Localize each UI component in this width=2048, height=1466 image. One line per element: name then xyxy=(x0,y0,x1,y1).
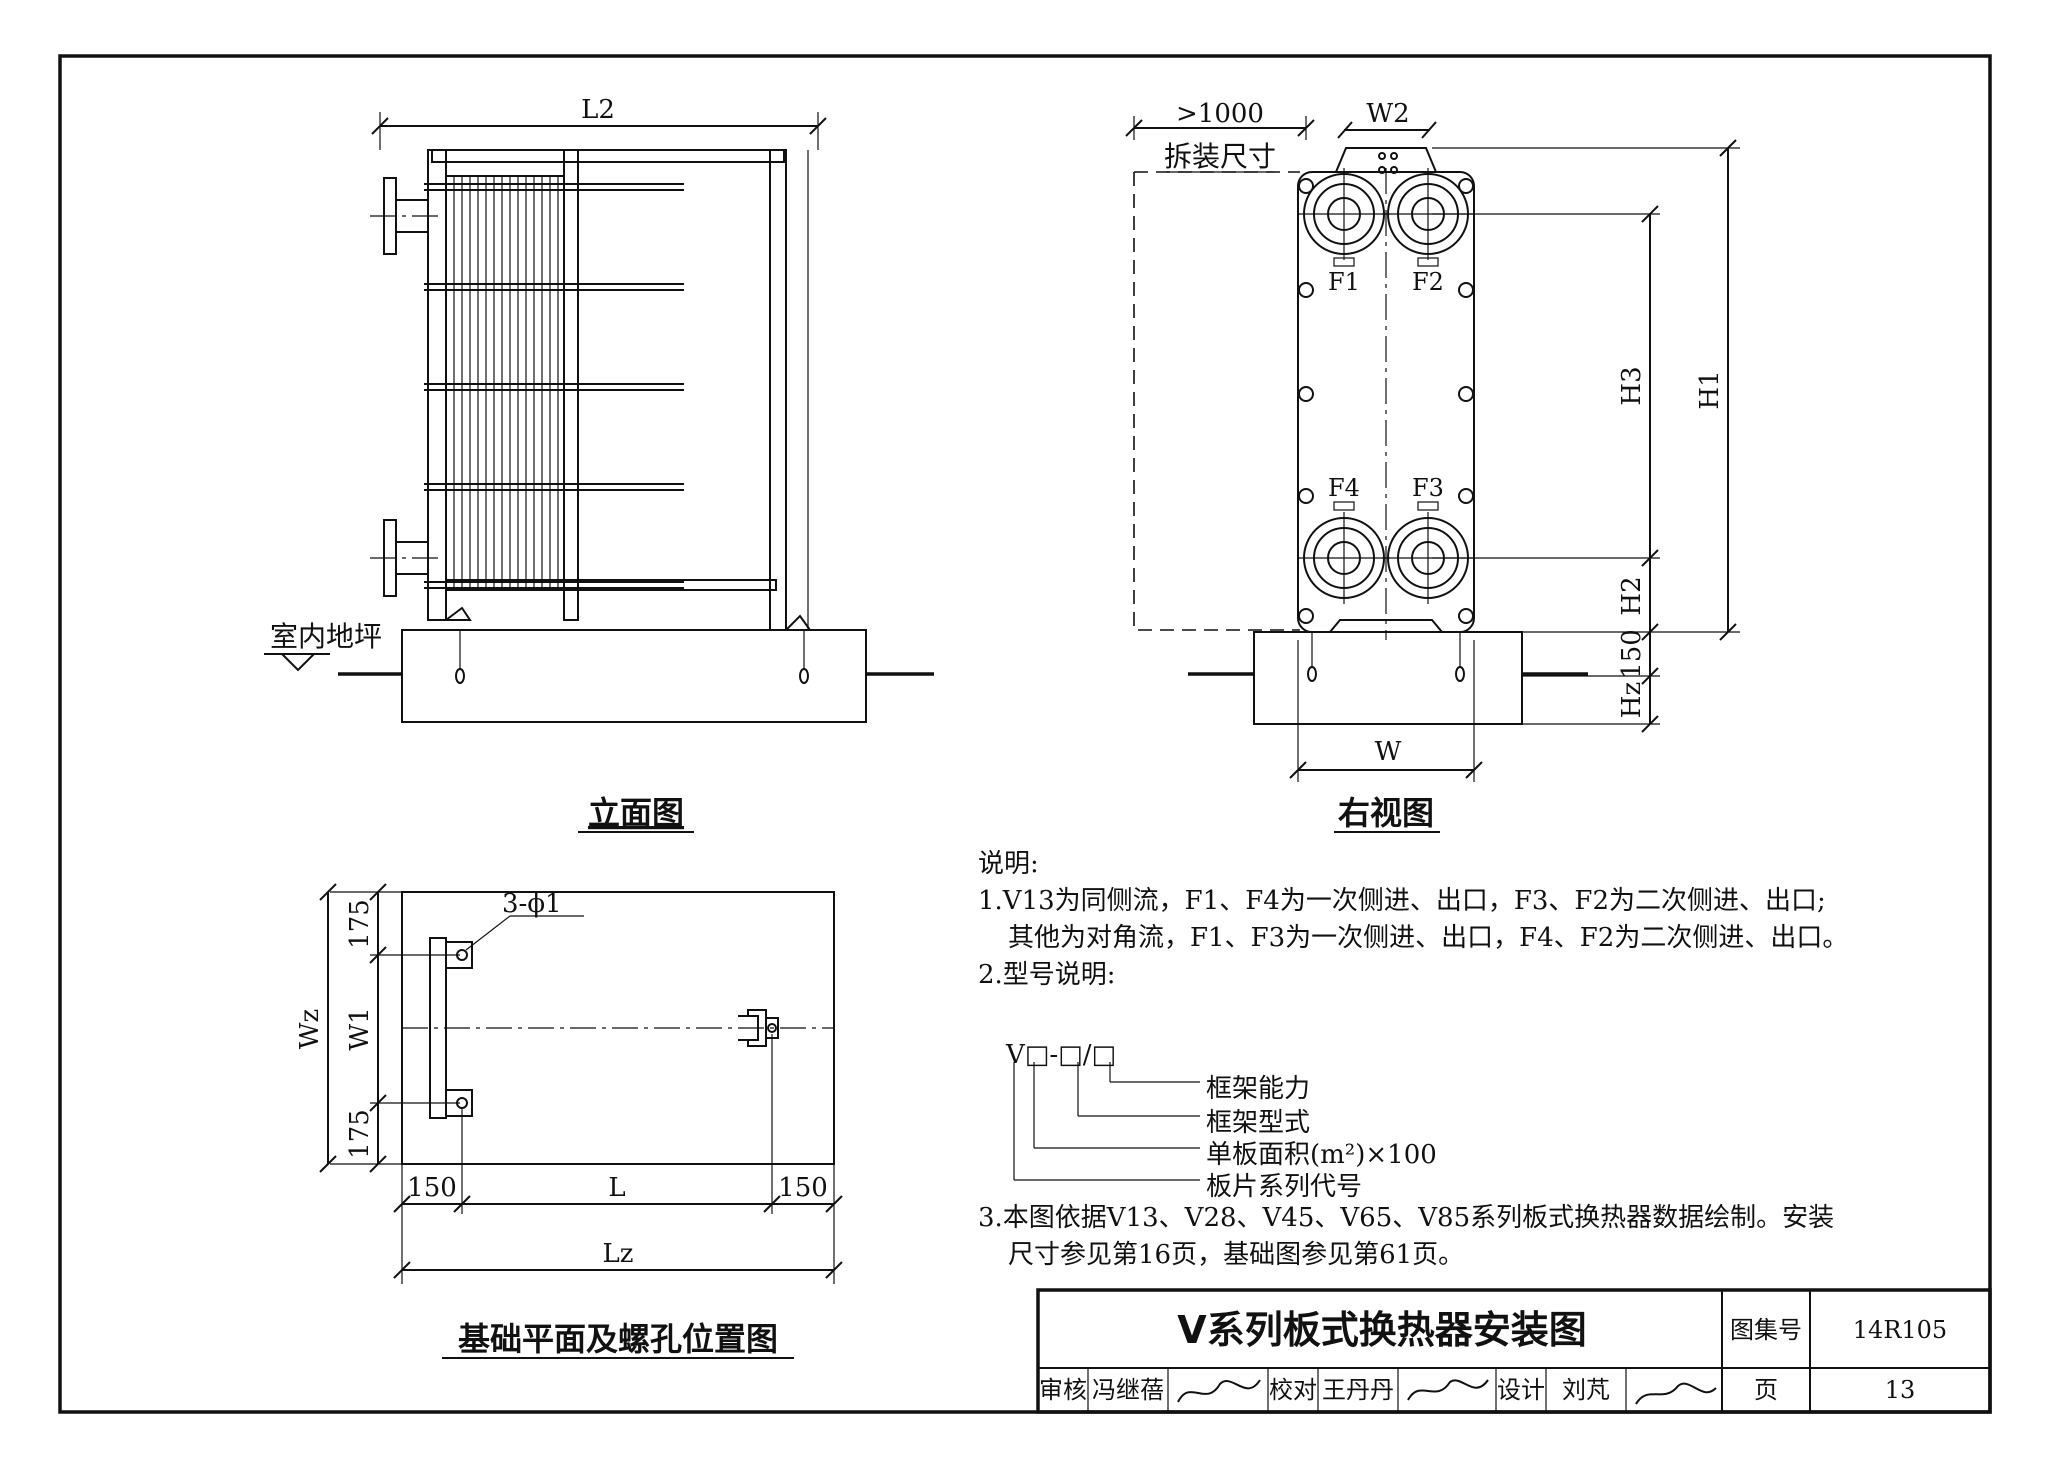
legend-frame-capacity: 框架能力 xyxy=(1206,1074,1311,1104)
model-code-diagram xyxy=(1013,1062,1200,1181)
atlas-number: 14R105 xyxy=(1852,1316,1948,1344)
dim-175-top: 175 xyxy=(345,899,375,949)
sheet-border xyxy=(58,54,1992,1414)
note-2: 2.型号说明: xyxy=(978,960,1116,990)
atlas-label: 图集号 xyxy=(1730,1316,1802,1344)
legend-frame-type: 框架型式 xyxy=(1206,1108,1311,1138)
dim-w: W xyxy=(1375,737,1402,767)
checker-name: 王丹丹 xyxy=(1322,1376,1394,1404)
title-block xyxy=(1036,1288,1992,1414)
port-f3-label: F3 xyxy=(1412,474,1444,502)
note-1-line-2: 其他为对角流，F1、F3为一次侧进、出口，F4、F2为二次侧进、出口。 xyxy=(1008,923,1849,953)
dim-l: L xyxy=(608,1173,625,1203)
port-f2-label: F2 xyxy=(1412,268,1444,296)
check-label: 校对 xyxy=(1269,1376,1317,1404)
design-label: 设计 xyxy=(1497,1376,1545,1404)
reviewer-signature xyxy=(1177,1379,1261,1403)
notes-3: 3.本图依据V13、V28、V45、V65、V85系列板式换热器数据绘制。安装 … xyxy=(978,1200,1898,1274)
note-1-line-1: 1.V13为同侧流，F1、F4为一次侧进、出口，F3、F2为二次侧进、出口; xyxy=(978,886,1826,916)
port-f4-label: F4 xyxy=(1328,474,1360,502)
legend-plate-area: 单板面积(m²)×100 xyxy=(1206,1140,1437,1170)
dim-lz: Lz xyxy=(603,1239,634,1269)
dim-w1: W1 xyxy=(345,1007,375,1050)
hole-label: 3-ϕ1 xyxy=(502,889,562,919)
model-code: V□-□/□ xyxy=(1006,1040,1117,1070)
designer-signature xyxy=(1635,1382,1717,1405)
notes: 说明: 1.V13为同侧流，F1、F4为一次侧进、出口，F3、F2为二次侧进、出… xyxy=(978,846,1898,994)
dim-w2: W2 xyxy=(1366,99,1409,129)
reviewer-name: 冯继蓓 xyxy=(1092,1376,1164,1404)
dim-h3: H3 xyxy=(1617,366,1647,405)
dim-over-1000: >1000 xyxy=(1176,99,1264,129)
port-f1-label: F1 xyxy=(1328,268,1360,296)
foundation-caption: 基础平面及螺孔位置图 xyxy=(458,1320,778,1358)
dim-175-bottom: 175 xyxy=(345,1109,375,1159)
page-label: 页 xyxy=(1754,1376,1778,1404)
dim-h2: H2 xyxy=(1617,576,1647,615)
dim-150-right: 150 xyxy=(778,1173,828,1203)
dim-wz: Wz xyxy=(295,1009,325,1049)
model-legend: V□-□/□ 框架能力 框架型式 单板面积(m²)×100 板片系列代号 xyxy=(1006,1040,1466,1202)
floor-label: 室内地坪 xyxy=(270,620,382,653)
elevation-caption: 立面图 xyxy=(588,794,684,832)
notes-heading: 说明: xyxy=(978,849,1039,879)
review-label: 审核 xyxy=(1039,1376,1087,1404)
designer-name: 刘芃 xyxy=(1562,1376,1610,1404)
legend-plate-series: 板片系列代号 xyxy=(1206,1172,1363,1202)
dim-h1: H1 xyxy=(1695,370,1725,409)
note-3-line-2: 尺寸参见第16页，基础图参见第61页。 xyxy=(1008,1240,1465,1270)
dim-150-side: 150 xyxy=(1617,629,1647,679)
dim-150-left: 150 xyxy=(407,1173,457,1203)
note-3-line-1: 3.本图依据V13、V28、V45、V65、V85系列板式换热器数据绘制。安装 xyxy=(978,1203,1835,1233)
dim-l2: L2 xyxy=(581,95,615,125)
foundation-view: 3-ϕ1 175 W1 175 Wz 150 L 150 Lz xyxy=(295,883,843,1359)
elevation-view: L2 xyxy=(264,95,934,833)
page-number: 13 xyxy=(1884,1376,1916,1404)
checker-signature xyxy=(1407,1379,1489,1401)
side-view: >1000 拆装尺寸 W2 xyxy=(1125,99,1740,833)
dismantle-label: 拆装尺寸 xyxy=(1164,140,1276,173)
drawing-title: V系列板式换热器安装图 xyxy=(1177,1308,1587,1352)
side-view-caption: 右视图 xyxy=(1338,794,1434,832)
dim-hz: Hz xyxy=(1617,682,1647,718)
